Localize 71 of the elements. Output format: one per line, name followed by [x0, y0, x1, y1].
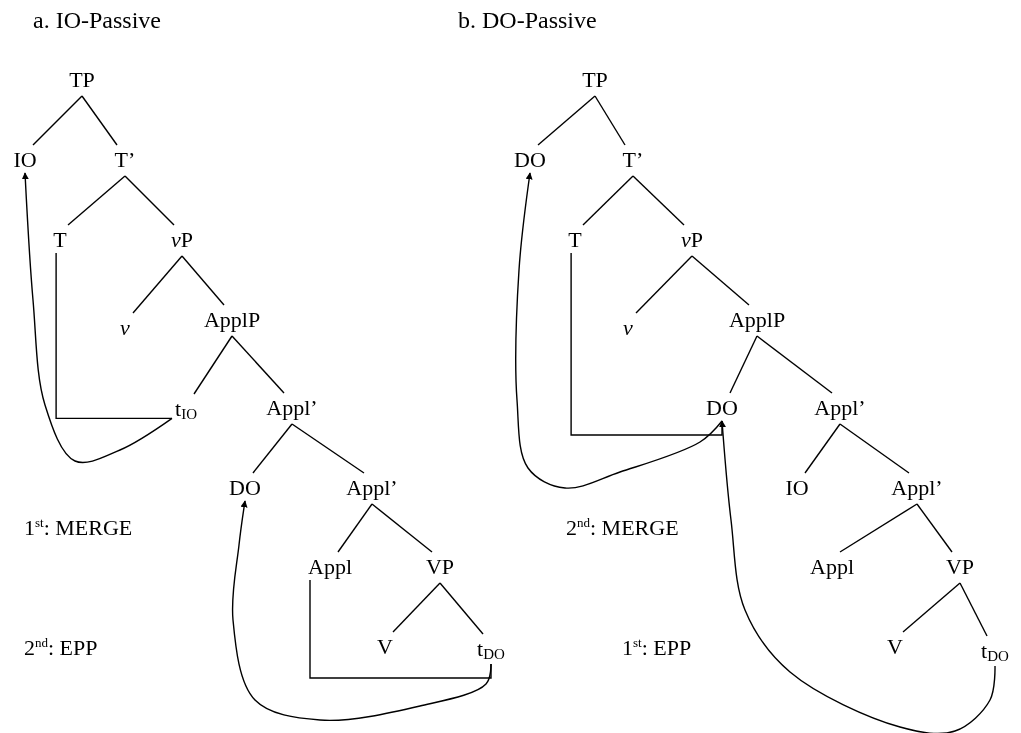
tree-branch: [392, 582, 441, 633]
tree-branch: [124, 175, 175, 226]
movement-arrow: [231, 500, 492, 722]
movement-arrow: [21, 172, 173, 464]
connector-line: [309, 579, 492, 679]
tree-branch: [729, 335, 758, 394]
tree-node-label: TP: [579, 67, 611, 93]
tree-branch: [181, 255, 225, 306]
tree-node-label: T: [50, 227, 70, 253]
tree-branch: [337, 503, 373, 553]
tree-node-label: vP: [168, 227, 196, 253]
tree-node-label: DO: [511, 147, 549, 173]
tree-node-label: T’: [111, 147, 139, 173]
tree-node-label: Appl’: [888, 475, 946, 501]
tree-node-label: IO: [10, 147, 40, 173]
tree-branch: [231, 335, 285, 394]
step-note: 1$^{st}$: EPP: [622, 635, 692, 659]
tree-branch: [582, 175, 634, 226]
step-note: 1$^{st}$: MERGE: [24, 515, 133, 539]
tree-node-label: Appl: [305, 554, 355, 580]
tree-node-label: DO: [703, 395, 741, 421]
tree-node-label: T: [565, 227, 585, 253]
tree-node-label: vP: [678, 227, 706, 253]
tree-node-label: IO: [782, 475, 812, 501]
tree-node-label: TP: [66, 67, 98, 93]
tree-branch: [193, 335, 233, 395]
tree-node-label: T’: [619, 147, 647, 173]
movement-arrow: [515, 172, 723, 489]
tree-node-label: v: [117, 315, 133, 341]
tree-branch: [635, 255, 693, 314]
tree-branch: [537, 95, 596, 146]
tree-branch: [594, 95, 626, 146]
tree-node-label: t$_{DO}$: [978, 638, 1012, 666]
panel-heading: a. IO-Passive: [33, 8, 161, 32]
tree-branch: [902, 582, 961, 633]
tree-node-label: V: [374, 634, 396, 660]
tree-branch: [291, 423, 365, 474]
tree-branch: [959, 582, 988, 637]
tree-node-label: VP: [422, 554, 458, 580]
tree-branch: [632, 175, 685, 226]
tree-node-label: DO: [226, 475, 264, 501]
tree-branch: [32, 95, 83, 146]
tree-branch: [916, 503, 953, 553]
panel-heading: b. DO-Passive: [458, 8, 597, 32]
connector-line: [55, 252, 173, 420]
step-note: 2$^{nd}$: MERGE: [566, 515, 679, 539]
tree-node-label: v: [620, 315, 636, 341]
tree-node-label: ApplP: [200, 307, 264, 333]
tree-branch: [839, 423, 910, 474]
tree-node-label: ApplP: [725, 307, 789, 333]
tree-branch: [804, 423, 841, 474]
tree-branch: [371, 503, 433, 553]
tree-branch: [439, 582, 484, 635]
tree-branch: [67, 175, 126, 226]
tree-node-label: V: [884, 634, 906, 660]
connector-line: [570, 252, 723, 436]
tree-branch: [839, 503, 918, 553]
tree-branch: [81, 95, 118, 146]
tree-branch: [252, 423, 293, 474]
tree-node-label: t$_{DO}$: [474, 636, 508, 664]
tree-node-label: VP: [942, 554, 978, 580]
tree-branch: [756, 335, 833, 394]
tree-branch: [132, 255, 183, 314]
tree-branch: [691, 255, 750, 306]
tree-node-label: Appl’: [343, 475, 401, 501]
step-note: 2$^{nd}$: EPP: [24, 635, 98, 659]
tree-node-label: t$_{IO}$: [172, 396, 200, 424]
tree-node-label: Appl: [807, 554, 857, 580]
tree-node-label: Appl’: [263, 395, 321, 421]
movement-arrow: [719, 420, 996, 733]
tree-node-label: Appl’: [811, 395, 869, 421]
